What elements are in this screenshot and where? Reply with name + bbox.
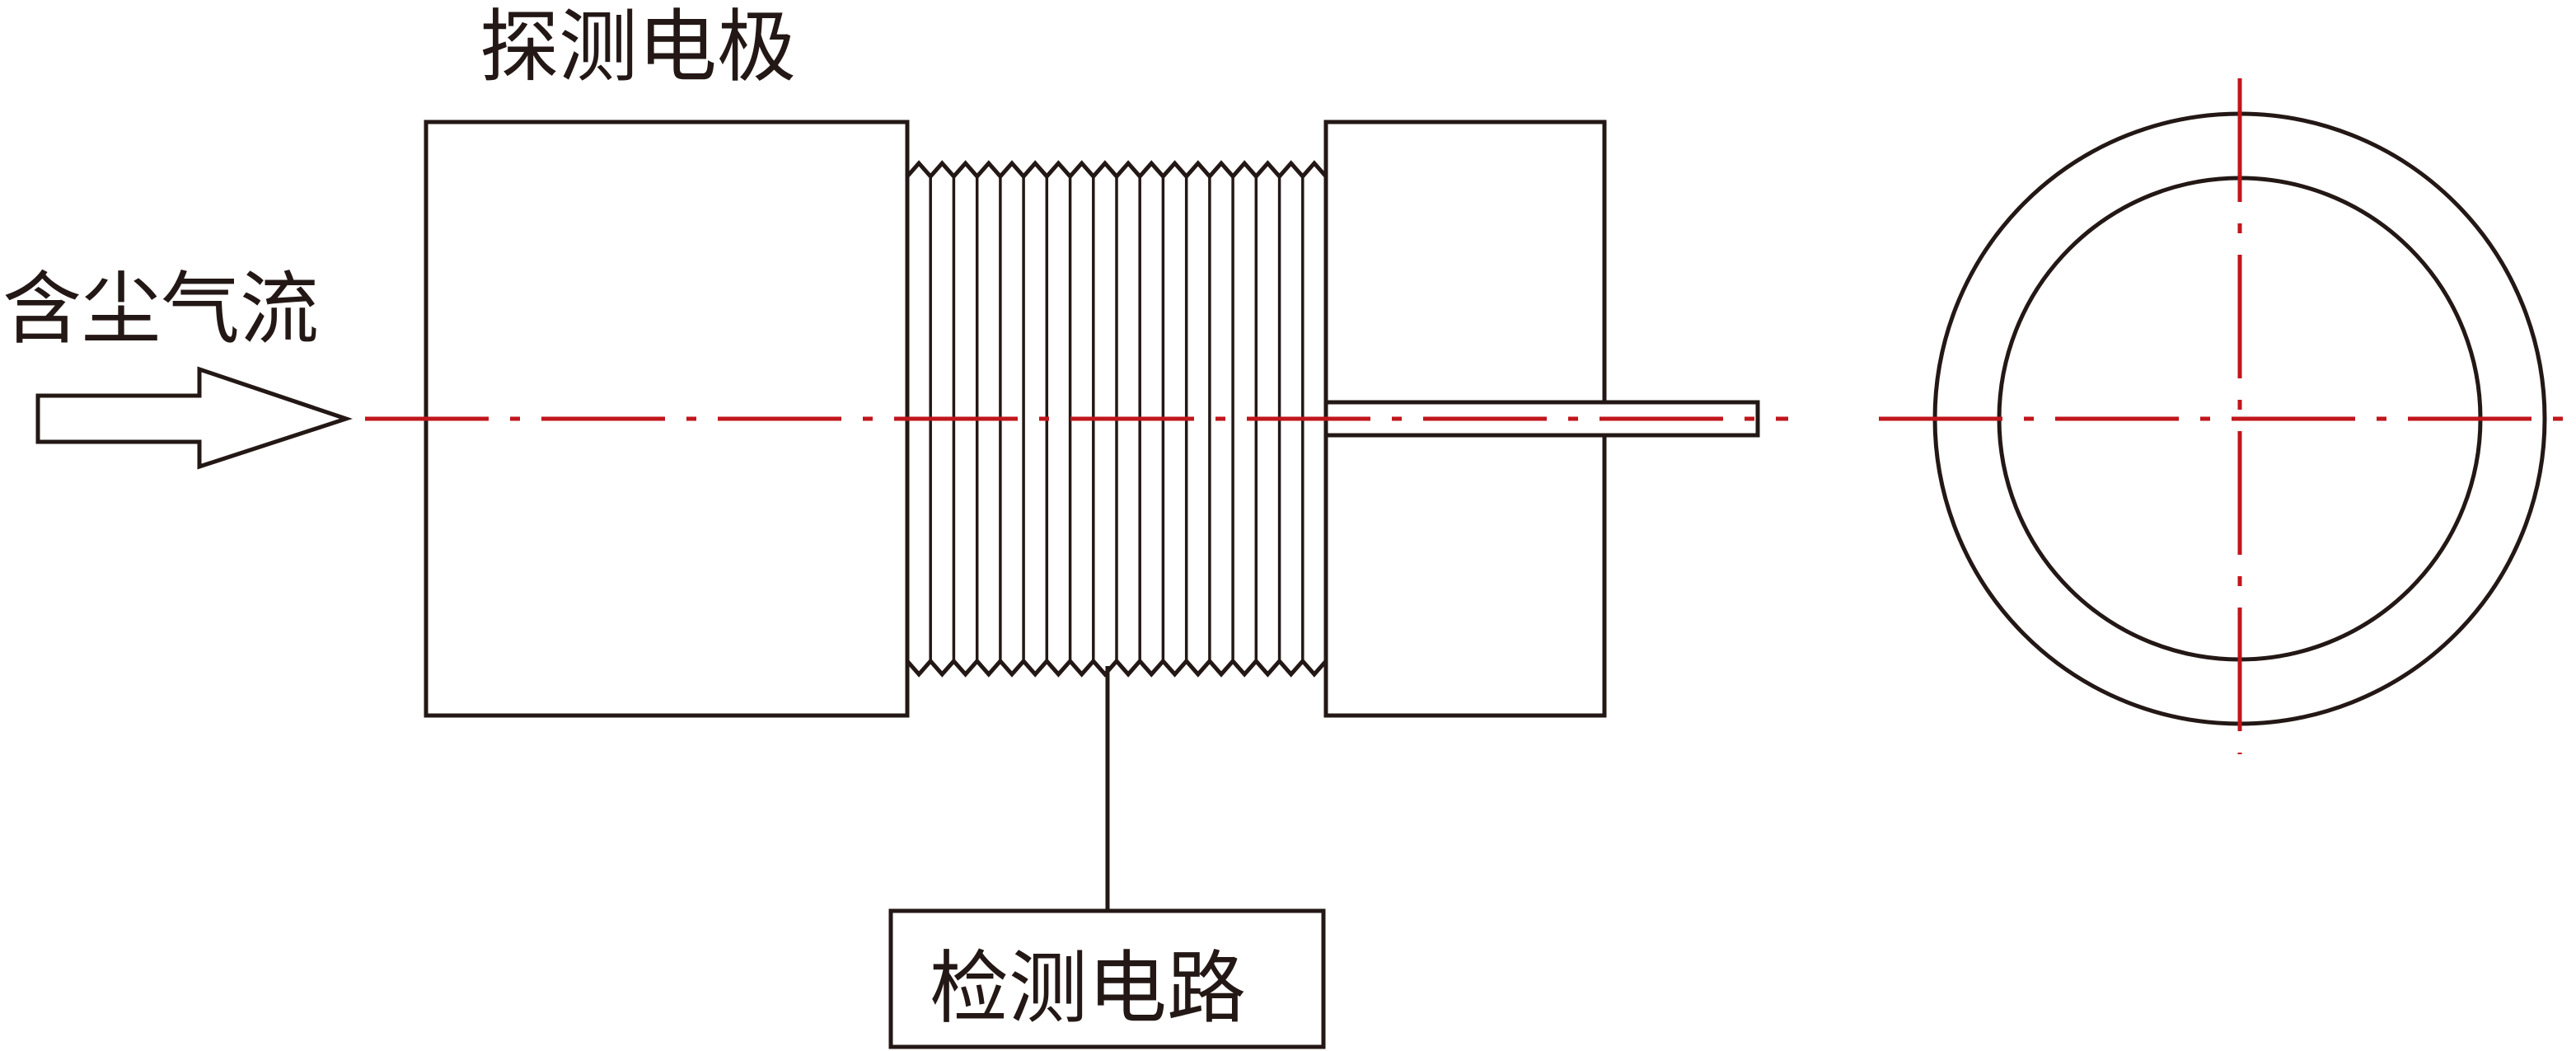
detection-circuit-label: 检测电路 <box>930 942 1246 1035</box>
thread-top-edge <box>906 160 1328 180</box>
thread-bottom-edge <box>906 658 1328 678</box>
probe-electrode-label: 探测电极 <box>480 1 796 93</box>
airflow-arrow <box>35 366 353 470</box>
detection-circuit-box <box>888 908 1326 1049</box>
dusty-airflow-label: 含尘气流 <box>2 263 319 355</box>
